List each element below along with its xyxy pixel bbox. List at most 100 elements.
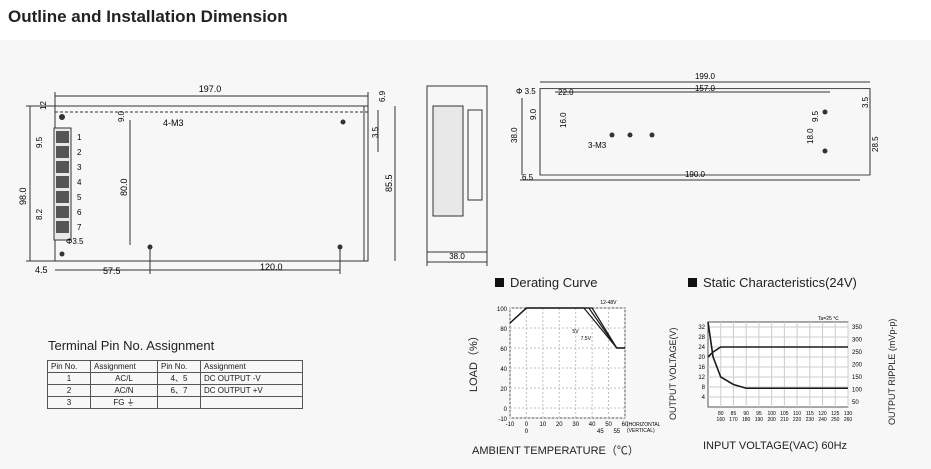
static-y-left-tick: 24	[698, 345, 705, 351]
static-x-tick-top: 115	[806, 411, 814, 417]
static-y-left-tick: 28	[698, 335, 705, 341]
terminal-number: 2	[77, 148, 82, 157]
dim-hole-dia: Φ 3.5	[516, 87, 536, 96]
derating-x-tick-vertical: 55	[613, 429, 620, 435]
static-x-tick-top: 80	[718, 411, 724, 417]
static-y-left-tick: 8	[702, 385, 706, 391]
static-x-tick-bottom: 240	[818, 417, 827, 423]
static-x-tick-top: 120	[818, 411, 827, 417]
terminal-table: Pin No. Assignment Pin No. Assignment 1 …	[47, 360, 303, 409]
derating-x-tick: 0	[525, 422, 529, 428]
bullet-square-icon	[688, 278, 697, 287]
static-x-tick-bottom: 210	[780, 417, 789, 423]
table-header: Pin No.	[157, 360, 201, 373]
derating-x-tick: 60	[622, 422, 629, 428]
static-x-tick-top: 100	[767, 411, 776, 417]
derating-x-tick: 10	[540, 422, 547, 428]
static-section-title: Static Characteristics(24V)	[688, 275, 857, 290]
static-ylabel-left: OUTPUT VOLTAGE(V)	[668, 327, 678, 420]
static-ta-label: Ta=25 ℃	[818, 316, 839, 322]
derating-y-tick: 100	[497, 307, 508, 313]
static-y-right-tick: 350	[852, 325, 863, 331]
table-cell: FG ⏚	[90, 396, 158, 409]
static-x-tick-top: 90	[743, 411, 749, 417]
dim-span: 157.0	[695, 84, 716, 93]
table-cell: 1	[47, 372, 91, 385]
dim-left-margin: 4.5	[35, 265, 48, 275]
static-x-tick-bottom: 180	[742, 417, 751, 423]
static-x-tick-bottom: 250	[831, 417, 840, 423]
table-cell: DC OUTPUT -V	[200, 372, 303, 385]
table-header: Pin No.	[47, 360, 91, 373]
static-y-right-tick: 150	[852, 375, 863, 381]
derating-x-tick: -10	[506, 422, 515, 428]
derating-y-tick: 40	[500, 367, 507, 373]
derating-x-tick: 50	[605, 422, 612, 428]
dim-span2: 120.0	[260, 262, 283, 272]
terminal-number: 3	[77, 163, 82, 172]
terminal-number: 7	[77, 223, 82, 232]
dim-overall: 199.0	[695, 72, 716, 81]
table-row: 2 AC/N 6、7 DC OUTPUT +V	[47, 384, 303, 397]
derating-ylabel: LOAD（%）	[468, 330, 480, 392]
dim-left-v2: 16.0	[559, 112, 568, 128]
derating-x-tick: 40	[589, 422, 596, 428]
dim-right-h2: 18.0	[806, 128, 815, 144]
static-x-tick-top: 110	[793, 411, 801, 417]
dim-screw: 4-M3	[163, 118, 184, 128]
terminal-table-title: Terminal Pin No. Assignment	[48, 338, 215, 353]
derating-x-tick: 30	[572, 422, 579, 428]
derating-series-line	[509, 307, 625, 349]
static-y-right-tick: 200	[852, 363, 863, 369]
dim-width: 197.0	[199, 84, 222, 94]
dim-right-small: 3.5	[371, 126, 380, 138]
derating-section-title: Derating Curve	[495, 275, 597, 290]
dim-pitch: 9.5	[35, 136, 44, 148]
derating-xlabel: AMBIENT TEMPERATURE（℃）	[472, 445, 639, 457]
derating-x-note: (HORIZONTAL)	[627, 422, 660, 428]
static-x-tick-bottom: 200	[767, 417, 776, 423]
static-x-tick-bottom: 230	[806, 417, 815, 423]
static-series-line	[707, 321, 848, 390]
static-y-right-tick: 300	[852, 338, 863, 344]
table-header: Assignment	[90, 360, 158, 373]
static-y-right-tick: 100	[852, 388, 863, 394]
derating-x-note: (VERTICAL)	[627, 428, 655, 434]
static-plot-area	[707, 321, 849, 408]
static-x-tick-top: 95	[756, 411, 762, 417]
static-y-left-tick: 12	[698, 375, 705, 381]
static-y-left-tick: 32	[698, 325, 705, 331]
derating-curve-label: 5V	[572, 329, 579, 335]
static-x-tick-top: 85	[731, 411, 737, 417]
derating-x-tick: 20	[556, 422, 563, 428]
dim-right-top: 6.9	[378, 90, 387, 102]
dim-bottom-span: 190.0	[685, 170, 706, 179]
dim-bottom-height: 38.0	[510, 127, 519, 143]
table-cell: 2	[47, 384, 91, 397]
bullet-square-icon	[495, 278, 504, 287]
terminal-number: 1	[77, 133, 82, 142]
static-x-tick-bottom: 160	[717, 417, 726, 423]
derating-curve-label: 12-48V	[600, 300, 617, 306]
static-chart: 3228242016128435030025020015010050801608…	[698, 316, 863, 423]
dim-hole-y: 9.0	[117, 110, 126, 122]
table-cell	[200, 396, 303, 409]
static-y-right-tick: 50	[852, 400, 859, 406]
table-cell: 3	[47, 396, 91, 409]
dim-height: 98.0	[18, 187, 28, 205]
static-x-tick-top: 105	[780, 411, 789, 417]
derating-plot-area	[509, 307, 626, 419]
static-x-tick-top: 130	[844, 411, 853, 417]
table-row: 3 FG ⏚	[47, 396, 303, 409]
static-y-left-tick: 16	[698, 365, 705, 371]
terminal-number: 4	[77, 178, 82, 187]
static-x-tick-bottom: 170	[729, 417, 738, 423]
dim-corner-hole: Φ3.5	[66, 237, 84, 246]
static-x-tick-bottom: 220	[793, 417, 802, 423]
side-view-drawing: 38.0	[426, 85, 488, 266]
dim-right-top2: 3.5	[861, 96, 870, 108]
dim-top-offset: 12	[39, 101, 48, 110]
front-view-drawing: 197.0 98.0 12 6.9 4-M3 9.0 9.5 8.2 80.0 …	[18, 84, 396, 276]
static-y-left-tick: 20	[698, 355, 705, 361]
static-y-right-tick: 250	[852, 350, 863, 356]
